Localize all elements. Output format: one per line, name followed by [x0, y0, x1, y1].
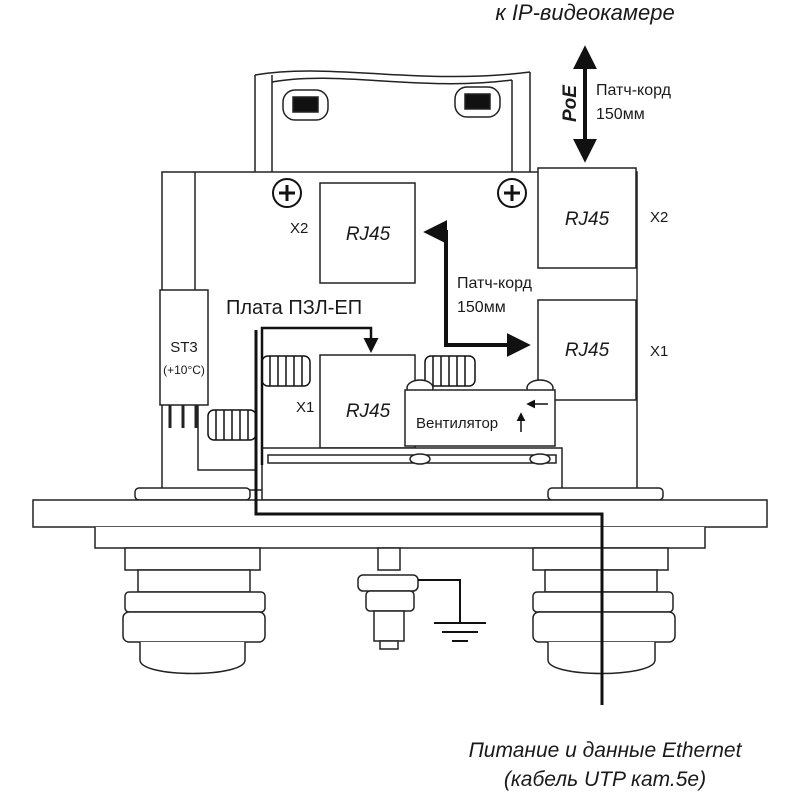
bottom-label-line1: Питание и данные Ethernet	[469, 739, 743, 762]
patch-cord-mid-line1: Патч-корд	[457, 275, 533, 292]
rj45-board-port: X1	[296, 399, 314, 416]
fan-label: Вентилятор	[416, 415, 498, 432]
board-plate	[261, 447, 563, 501]
rj45-upper-right-box	[537, 167, 637, 269]
rj45-upper-left-box	[319, 182, 416, 284]
rj45-upper-left-port: X2	[290, 220, 308, 237]
ground-icon	[418, 579, 486, 642]
patch-cord-mid-line2: 150мм	[457, 299, 506, 316]
st3-temp: (+10°C)	[163, 363, 205, 377]
cable-coil-icon	[207, 355, 476, 441]
rj45-board-label: RJ45	[346, 401, 391, 422]
patch-cord-top-line1: Патч-корд	[596, 82, 672, 99]
board-leader	[260, 326, 379, 465]
rj45-upper-right-port: X2	[650, 209, 668, 226]
rj45-upper-right-label: RJ45	[565, 209, 610, 230]
rj45-board-box	[319, 354, 416, 449]
rj45-mid-right-box	[537, 299, 637, 401]
board-label: Плата ПЗЛ-ЕП	[226, 297, 362, 319]
patch-cord-top-line2: 150мм	[596, 106, 645, 123]
bottom-label-line2: (кабель UTP кат.5е)	[504, 768, 706, 791]
poe-label: PoE	[560, 84, 581, 122]
rj45-upper-left-label: RJ45	[346, 224, 391, 245]
mounting-bracket	[254, 70, 531, 172]
cable-gland-right	[532, 547, 676, 675]
utp-cable	[254, 330, 604, 705]
cable-gland-left	[122, 547, 266, 675]
rj45-mid-right-label: RJ45	[565, 340, 610, 361]
ground-bolt	[357, 547, 419, 650]
patch-cord-mid-cable	[423, 220, 531, 357]
fan-unit	[404, 379, 556, 447]
st3-thermostat	[159, 289, 209, 428]
st3-name: ST3	[170, 339, 198, 356]
top-label: к IP-видеокамере	[495, 0, 674, 25]
rj45-mid-right-port: X1	[650, 343, 668, 360]
